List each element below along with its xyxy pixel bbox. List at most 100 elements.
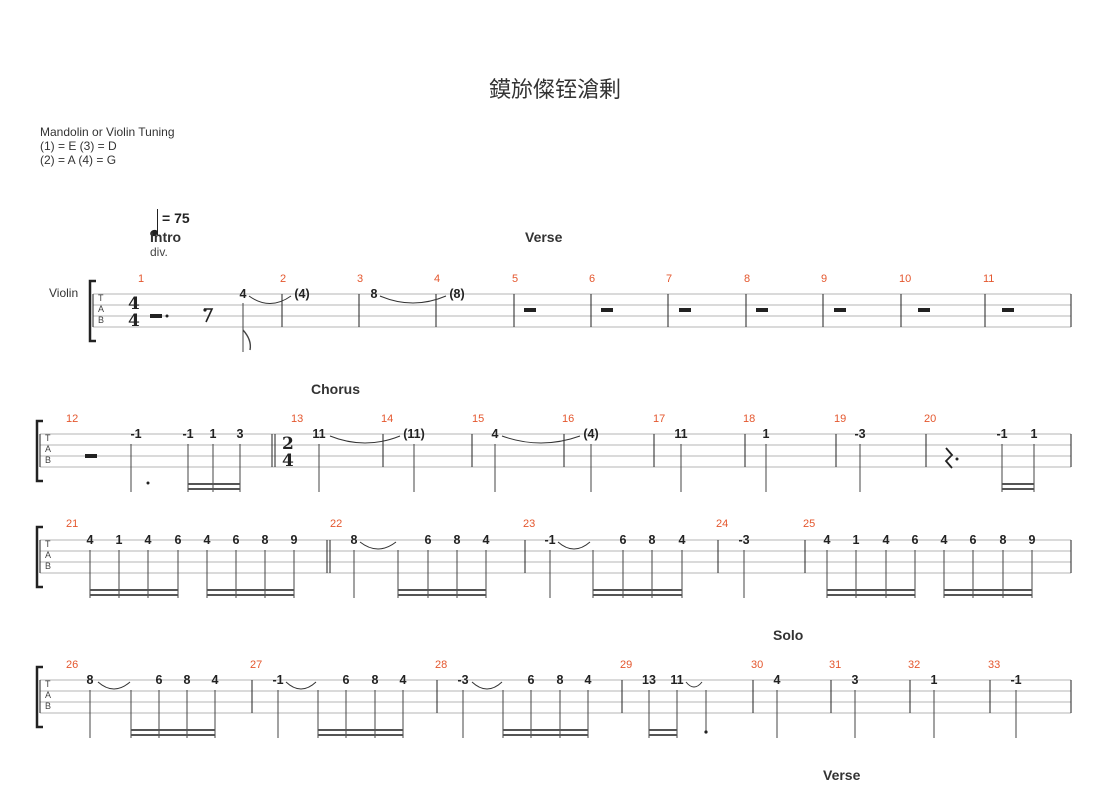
tuning-info: Mandolin or Violin Tuning (1) = E (3) = … [40, 125, 175, 167]
tab-note: 4 [774, 673, 781, 687]
technique-text: div. [150, 245, 168, 259]
bar-number: 31 [829, 659, 841, 671]
note-beams [90, 483, 1034, 736]
tab-note: -1 [182, 427, 193, 441]
eighth-rest-icon [204, 308, 214, 323]
tab-note: 8 [262, 533, 269, 547]
bar-number: 26 [66, 659, 78, 671]
whole-rest-icon [918, 308, 930, 312]
bar-number: 24 [716, 518, 728, 530]
clef-letter: A [45, 444, 51, 454]
bar-number: 28 [435, 659, 447, 671]
bar-number: 33 [988, 659, 1000, 671]
bar-number: 16 [562, 413, 574, 425]
tab-note: 1 [853, 533, 860, 547]
clef-letter: T [45, 433, 51, 443]
tab-note: (11) [403, 427, 425, 441]
bar-number: 8 [744, 273, 750, 285]
tab-note: 1 [931, 673, 938, 687]
tab-note: 11 [670, 673, 683, 687]
whole-rest-icon [1002, 308, 1014, 312]
tab-note: 4 [87, 533, 94, 547]
dot-icon [165, 314, 169, 318]
system-brackets [35, 279, 96, 729]
tab-note: -1 [130, 427, 141, 441]
whole-rest-icon [524, 308, 536, 312]
dot-icon [704, 730, 708, 734]
staff-lines [40, 293, 1071, 714]
system-start-lines [39, 294, 94, 713]
tab-note: 6 [425, 533, 432, 547]
section-solo: Solo [773, 627, 804, 643]
tab-note: 9 [1029, 533, 1036, 547]
tab-clefs: T A B T A B T A B T A B [45, 293, 104, 711]
bar-number: 4 [434, 273, 440, 285]
tab-note: 6 [970, 533, 977, 547]
tab-note: 8 [184, 673, 191, 687]
quarter-rest-icon [944, 447, 954, 469]
tab-note: 8 [557, 673, 564, 687]
tab-note: 4 [212, 673, 219, 687]
tab-note: -3 [854, 427, 865, 441]
tab-note: 4 [400, 673, 407, 687]
bar-number: 2 [280, 273, 286, 285]
bar-number: 3 [357, 273, 363, 285]
clef-letter: T [45, 679, 51, 689]
bar-number: 23 [523, 518, 535, 530]
dot-icon [146, 481, 150, 485]
bar-number: 22 [330, 518, 342, 530]
tuning-line-2: (2) = A (4) = G [40, 153, 117, 167]
tab-note: 8 [454, 533, 461, 547]
tab-note: 4 [585, 673, 592, 687]
instrument-name: Violin [49, 286, 79, 300]
bar-number: 21 [66, 518, 78, 530]
clef-letter: A [45, 550, 51, 560]
bar-number: 5 [512, 273, 518, 285]
bar-number: 9 [821, 273, 827, 285]
tab-note: 11 [312, 427, 325, 441]
tab-note: 1 [1031, 427, 1038, 441]
time-sig-bottom: 4 [282, 451, 294, 471]
ties [97, 295, 703, 690]
bar-number: 6 [589, 273, 595, 285]
eighth-rest-dot [203, 308, 207, 312]
bar-number: 17 [653, 413, 665, 425]
clef-letter: T [45, 539, 51, 549]
clef-letter: B [45, 701, 51, 711]
tab-note: (8) [449, 287, 464, 301]
tab-note: 1 [210, 427, 217, 441]
tab-note: 4 [145, 533, 152, 547]
time-sig-bottom: 4 [128, 311, 140, 331]
tab-note: 6 [233, 533, 240, 547]
tempo-marking: = 75 [149, 209, 210, 239]
tempo-value: = 75 [162, 210, 190, 226]
clef-letter: B [45, 455, 51, 465]
bar-number: 25 [803, 518, 815, 530]
section-verse-2: Verse [823, 767, 861, 783]
time-signatures: 4 4 2 4 [128, 294, 294, 471]
whole-rest-icon [601, 308, 613, 312]
bar-number: 32 [908, 659, 920, 671]
section-intro: Intro [150, 229, 182, 245]
bar-number: 10 [899, 273, 911, 285]
bar-number: 18 [743, 413, 755, 425]
tab-note: 3 [237, 427, 244, 441]
tab-note: 8 [371, 287, 378, 301]
time-sig-top: 2 [282, 434, 294, 454]
tab-note: 4 [679, 533, 686, 547]
tab-note: 11 [674, 427, 687, 441]
score-title: 鏌旀儏铚滄剰 [488, 78, 621, 103]
dot-icon [955, 457, 959, 461]
tab-note: (4) [583, 427, 598, 441]
bar-number: 19 [834, 413, 846, 425]
half-rest-icon [150, 314, 162, 318]
bar-number: 13 [291, 413, 303, 425]
whole-rest-icon [679, 308, 691, 312]
rests [85, 308, 1014, 469]
tab-note: 4 [883, 533, 890, 547]
clef-letter: T [98, 293, 104, 303]
tab-note: -1 [1010, 673, 1021, 687]
bar-number: 29 [620, 659, 632, 671]
section-verse: Verse [525, 229, 563, 245]
